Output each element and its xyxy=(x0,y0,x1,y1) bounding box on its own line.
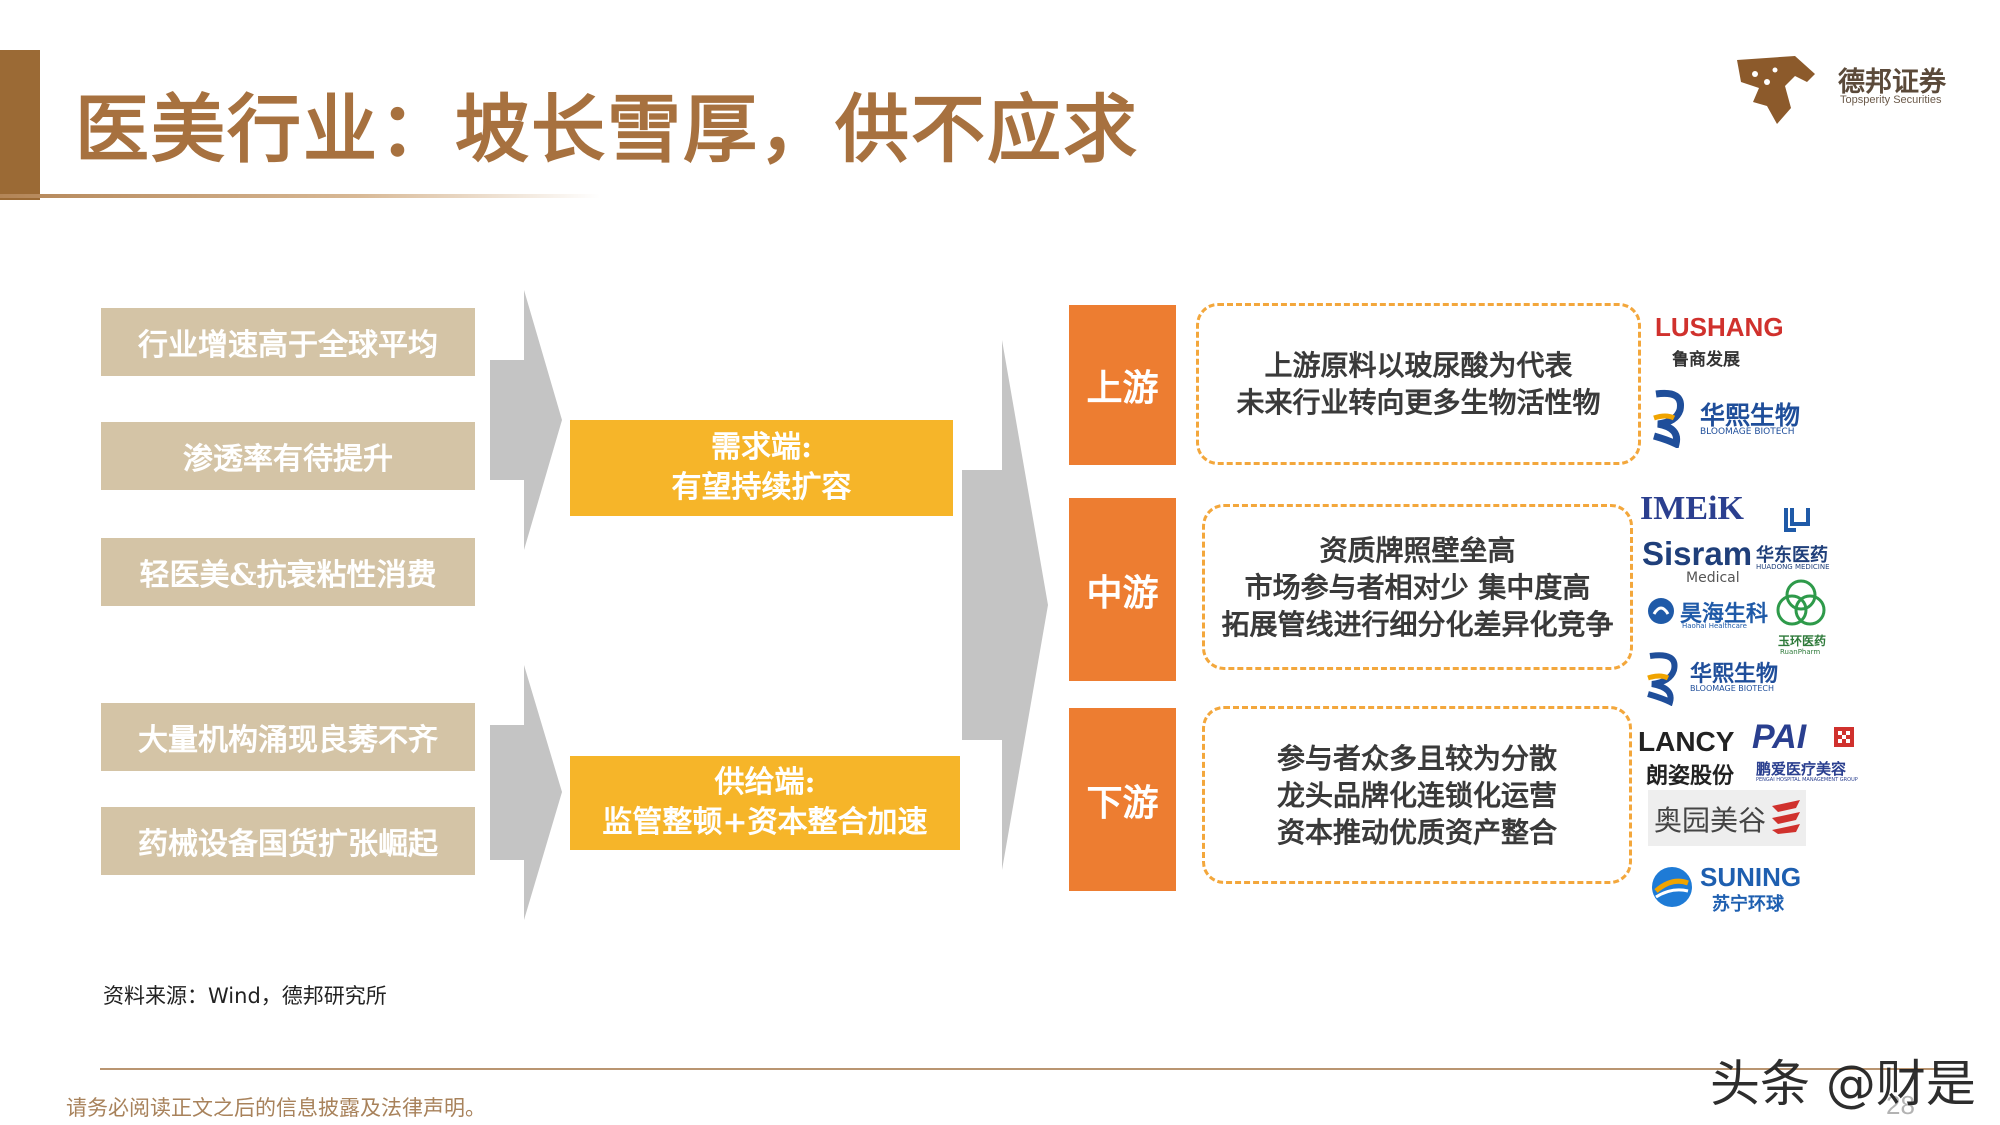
stage-downstream: 下游 xyxy=(1069,708,1176,891)
logo-huaxi2-cn: 华熙生物 xyxy=(1690,662,1779,687)
bloomage-logo-icon-2 xyxy=(1647,652,1678,706)
midstream-line-1: 资质牌照壁垒高 xyxy=(1319,533,1516,567)
factor-institutions: 大量机构涌现良莠不齐 xyxy=(101,703,475,771)
logo-chinese-name: 德邦证券 xyxy=(1838,67,1946,98)
logo-sisram: Sisram xyxy=(1642,535,1753,572)
midstream-description: 资质牌照壁垒高 市场参与者相对少 集中度高 拓展管线进行细分化差异化竞争 xyxy=(1202,504,1633,670)
logo-huadong-cn: 华东医药 xyxy=(1756,545,1828,566)
logo-suning-en: SUNING xyxy=(1700,862,1802,892)
logo-haohai-en: Haohai Healthcare xyxy=(1682,622,1747,630)
watermark: 头条 @财是 xyxy=(1710,1055,1976,1113)
logo-huadong-en: HUADONG MEDICINE xyxy=(1756,563,1830,571)
logo-yuanhuan-en: RuanPharm xyxy=(1780,648,1821,656)
logo-suning-cn: 苏宁环球 xyxy=(1712,894,1784,915)
demand-box: 需求端: 有望持续扩容 xyxy=(570,420,953,516)
downstream-line-1: 参与者众多且较为分散 xyxy=(1276,741,1557,775)
footer-divider xyxy=(100,1068,1940,1070)
factor-growth: 行业增速高于全球平均 xyxy=(101,308,475,376)
logo-english-name: Topsperity Securities xyxy=(1840,94,1942,106)
haohai-logo-icon xyxy=(1648,598,1674,624)
logo-huaxi-en: BLOOMAGE BIOTECH xyxy=(1700,427,1795,437)
logo-lushang-en: LUSHANG xyxy=(1655,312,1784,342)
title-accent-bar xyxy=(0,50,40,200)
demand-arrow-icon xyxy=(490,290,562,550)
aoyuan-logo-icon xyxy=(1772,800,1800,834)
huadong-logo-icon xyxy=(1784,508,1810,532)
supply-arrow-icon xyxy=(490,665,562,920)
company-logo-icon xyxy=(1733,52,1819,128)
logo-pai-sub: PENGAI HOSPITAL MANAGEMENT GROUP xyxy=(1756,777,1858,783)
stage-upstream: 上游 xyxy=(1069,305,1176,465)
midstream-line-3: 拓展管线进行细分化差异化竞争 xyxy=(1221,607,1614,641)
upstream-description: 上游原料以玻尿酸为代表 未来行业转向更多生物活性物 xyxy=(1196,303,1641,465)
demand-label: 需求端: xyxy=(710,430,813,465)
downstream-description: 参与者众多且较为分散 龙头品牌化连锁化运营 资本推动优质资产整合 xyxy=(1202,706,1632,884)
logo-lancy-en: LANCY xyxy=(1638,726,1735,757)
logo-imeik: IMEiK xyxy=(1640,490,1744,527)
factor-domestic-devices: 药械设备国货扩张崛起 xyxy=(101,807,475,875)
suning-logo-icon xyxy=(1652,867,1692,907)
page-number: 28 xyxy=(1886,1090,1915,1120)
yuanhuan-logo-icon xyxy=(1776,579,1826,626)
logo-lushang-cn: 鲁商发展 xyxy=(1672,350,1740,370)
bloomage-logo-icon xyxy=(1653,389,1684,448)
page-title: 医美行业：坡长雪厚，供不应求 xyxy=(75,87,1139,173)
chain-arrow-icon xyxy=(962,340,1048,870)
logo-huaxi-cn: 华熙生物 xyxy=(1700,401,1801,430)
demand-value: 有望持续扩容 xyxy=(671,470,852,505)
supply-box: 供给端: 监管整顿+资本整合加速 xyxy=(570,756,960,850)
logo-yuanhuan-cn: 玉环医药 xyxy=(1778,634,1827,648)
supply-value: 监管整顿+资本整合加速 xyxy=(602,805,928,840)
midstream-line-2: 市场参与者相对少 集中度高 xyxy=(1244,570,1591,604)
logo-pai-en: PAI xyxy=(1752,718,1807,756)
logo-huaxi2-en: BLOOMAGE BIOTECH xyxy=(1690,684,1774,693)
downstream-line-3: 资本推动优质资产整合 xyxy=(1276,815,1557,849)
title-underline xyxy=(0,194,600,198)
source-note: 资料来源：Wind，德邦研究所 xyxy=(103,984,387,1008)
logo-aoyuan-cn: 奥园美谷 xyxy=(1654,804,1767,837)
logo-sisram-medical: Medical xyxy=(1686,570,1740,586)
logo-lancy-cn: 朗姿股份 xyxy=(1646,764,1735,789)
supply-label: 供给端: xyxy=(714,765,816,800)
logo-haohai-cn: 昊海生科 xyxy=(1680,602,1769,627)
logo-pai-cn: 鹏爱医疗美容 xyxy=(1756,760,1847,778)
upstream-line-2: 未来行业转向更多生物活性物 xyxy=(1236,386,1601,419)
legal-disclaimer: 请务必阅读正文之后的信息披露及法律声明。 xyxy=(66,1096,486,1120)
factor-light-aesthetics: 轻医美&抗衰粘性消费 xyxy=(101,538,475,606)
pai-logo-icon xyxy=(1834,727,1854,747)
factor-penetration: 渗透率有待提升 xyxy=(101,422,475,490)
downstream-line-2: 龙头品牌化连锁化运营 xyxy=(1276,778,1557,812)
upstream-line-1: 上游原料以玻尿酸为代表 xyxy=(1264,349,1573,382)
stage-midstream: 中游 xyxy=(1069,498,1176,681)
